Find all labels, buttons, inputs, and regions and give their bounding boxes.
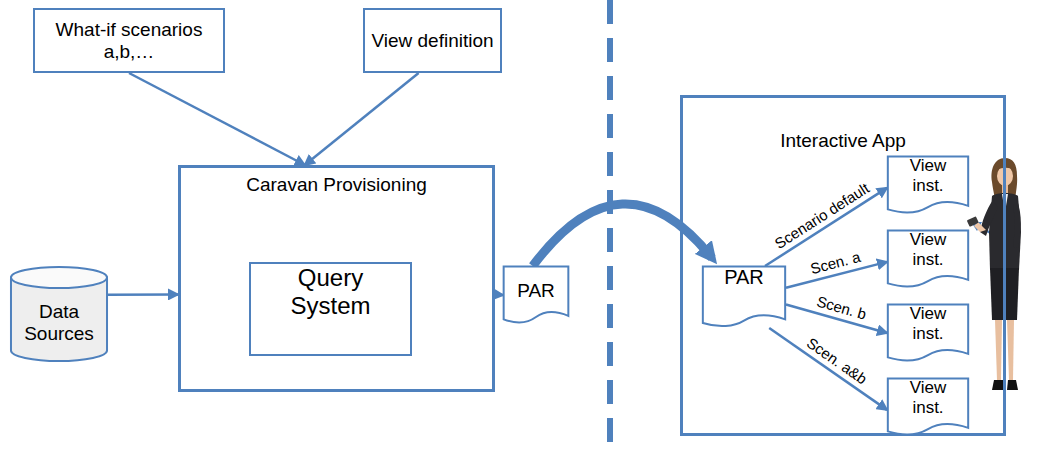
flow-arrow: [108, 293, 178, 296]
input-box: What-if scenarios a,b,…: [33, 8, 225, 73]
component-box: Query System: [249, 262, 412, 356]
text-holder: View inst.: [887, 304, 969, 352]
text-holder: View definition: [365, 10, 500, 71]
document-shape: PAR: [503, 266, 569, 324]
transfer-arrow: [533, 204, 712, 266]
box-label: What-if scenarios a,b,…: [35, 19, 223, 63]
edge-label: Scen. b: [815, 294, 868, 324]
system-box: Caravan ProvisioningQuery System: [178, 165, 495, 392]
box-label: PAR: [724, 266, 764, 289]
edge-label: Scen. a&b: [804, 335, 870, 388]
box-label: PAR: [517, 280, 555, 302]
text-holder: View inst.: [887, 230, 969, 278]
box-heading: Interactive App: [780, 130, 906, 152]
flow-arrow: [305, 73, 419, 165]
box-label: View inst.: [897, 304, 959, 343]
box-label: View inst.: [897, 378, 959, 417]
text-holder: Interactive App: [683, 98, 1003, 152]
document-shape: PAR: [702, 266, 786, 328]
person-figure: [967, 158, 1021, 390]
divider-line: [607, 0, 613, 450]
view-document: View inst.: [887, 156, 969, 214]
flow-arrow: [769, 328, 887, 410]
text-holder: PAR: [702, 266, 786, 298]
box-label: Data Sources: [19, 301, 99, 345]
text-holder: Data Sources: [10, 266, 108, 362]
edge-label: Scenario default: [772, 180, 872, 252]
flow-arrow: [495, 293, 503, 296]
box-label: View inst.: [897, 156, 959, 195]
database-cylinder: Data Sources: [10, 266, 108, 362]
box-label: View inst.: [897, 230, 959, 269]
text-holder: What-if scenarios a,b,…: [35, 10, 223, 71]
view-document: View inst.: [887, 304, 969, 362]
view-document: View inst.: [887, 230, 969, 288]
text-holder: View inst.: [887, 378, 969, 426]
flow-arrow: [765, 188, 887, 266]
text-holder: Caravan Provisioning: [181, 168, 492, 196]
box-label: View definition: [371, 30, 493, 52]
box-heading: Caravan Provisioning: [246, 174, 427, 196]
flow-arrow: [129, 73, 305, 165]
text-holder: Query System: [251, 264, 410, 319]
edge-label: Scen. a: [809, 249, 862, 278]
view-document: View inst.: [887, 378, 969, 436]
input-box: View definition: [363, 8, 502, 73]
box-label: Query System: [266, 264, 396, 319]
text-holder: View inst.: [887, 156, 969, 204]
text-holder: PAR: [503, 266, 569, 324]
